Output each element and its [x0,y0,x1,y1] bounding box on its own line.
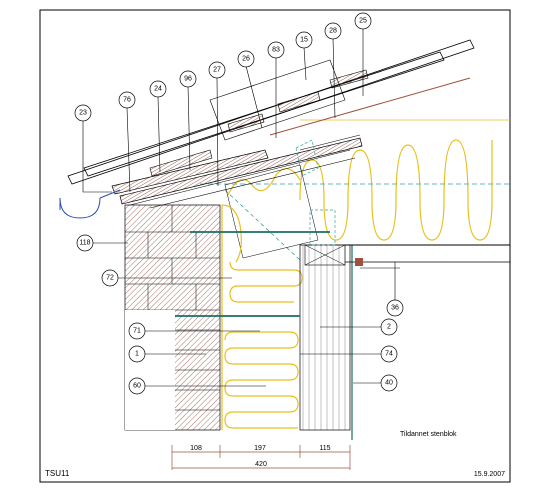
svg-text:1: 1 [135,351,139,358]
svg-text:24: 24 [154,86,162,93]
dimension-197: 197 [254,445,266,452]
callout-24: 24 [149,80,167,98]
gutter-hook [99,189,121,199]
callout-15: 15 [295,31,313,49]
svg-text:25: 25 [359,18,367,25]
callout-36: 36 [386,299,404,317]
svg-text:15: 15 [300,37,308,44]
callout-2: 2 [380,318,398,336]
svg-text:40: 40 [385,380,393,387]
callout-1: 1 [128,345,146,363]
svg-text:74: 74 [385,351,393,358]
callout-23: 23 [74,104,92,122]
svg-text:27: 27 [213,67,221,74]
callout-40: 40 [380,374,398,392]
svg-text:23: 23 [79,110,87,117]
callout-76: 76 [118,91,136,109]
svg-text:118: 118 [79,240,90,247]
svg-text:72: 72 [106,275,114,282]
svg-text:36: 36 [391,305,399,312]
callout-60: 60 [128,377,146,395]
roof-insulation [227,119,510,241]
callout-26: 26 [237,50,255,68]
wall-insulation [221,204,303,430]
svg-text:26: 26 [242,56,250,63]
dimension-115: 115 [319,445,330,452]
dimension-line [171,445,351,470]
callout-27: 27 [208,61,226,79]
svg-text:76: 76 [123,97,131,104]
svg-text:96: 96 [184,76,192,83]
callout-28: 28 [324,22,342,40]
brick-wall [124,204,221,431]
sheet-id: TSU11 [45,469,70,478]
svg-text:2: 2 [387,324,391,331]
drawing-date: 15.9.2007 [474,471,505,478]
callout-25: 25 [354,12,372,30]
dashed-line-slope [224,189,301,261]
svg-text:28: 28 [329,28,337,35]
svg-text:71: 71 [133,328,141,335]
callout-83: 83 [267,41,285,59]
gutter [59,197,101,219]
callout-118: 118 [76,234,94,252]
callout-74: 74 [380,345,398,363]
timber-frame [299,209,510,440]
svg-text:83: 83 [272,47,280,54]
callout-72: 72 [101,269,119,287]
svg-text:60: 60 [133,383,141,390]
sheet-frame [39,9,511,483]
dimension-total: 420 [255,461,267,468]
callout-96: 96 [179,70,197,88]
leader-lines [82,28,396,387]
callout-71: 71 [128,322,146,340]
drawing-note: Tildannet stenblok [400,431,457,438]
roof-assembly [67,39,475,259]
dimension-108: 108 [190,445,202,452]
